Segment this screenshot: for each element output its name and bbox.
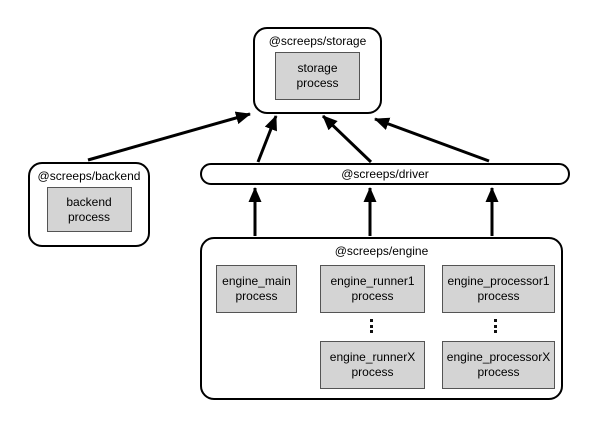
engine-processor1-process-box: engine_processor1 process (442, 265, 555, 313)
storage-package-label: @screeps/storage (268, 34, 367, 48)
storage-process-box: storage process (275, 52, 360, 100)
vertical-ellipsis-icon (494, 319, 497, 333)
arrow-driver-to-storage-right (374, 117, 490, 163)
backend-package: @screeps/backend backend process (28, 162, 150, 247)
engine-processorX-process-box: engine_processorX process (442, 341, 555, 389)
backend-process-box: backend process (46, 187, 132, 232)
engine-main-process-box: engine_main process (216, 265, 297, 313)
engine-package-label: @screeps/engine (334, 244, 429, 258)
arrow-driver-to-storage-left (256, 115, 278, 163)
vertical-ellipsis-icon (370, 319, 373, 333)
engine-runner1-process-box: engine_runner1 process (320, 265, 425, 313)
storage-package: @screeps/storage storage process (253, 27, 382, 114)
driver-package-label: @screeps/driver (341, 167, 429, 181)
engine-package: @screeps/engine engine_main process engi… (200, 237, 563, 400)
driver-package: @screeps/driver (200, 163, 570, 185)
engine-runnerX-process-box: engine_runnerX process (320, 341, 425, 389)
arrow-driver-to-storage-mid (321, 114, 373, 164)
backend-package-label: @screeps/backend (37, 169, 141, 183)
arrow-backend-to-storage (87, 111, 251, 162)
